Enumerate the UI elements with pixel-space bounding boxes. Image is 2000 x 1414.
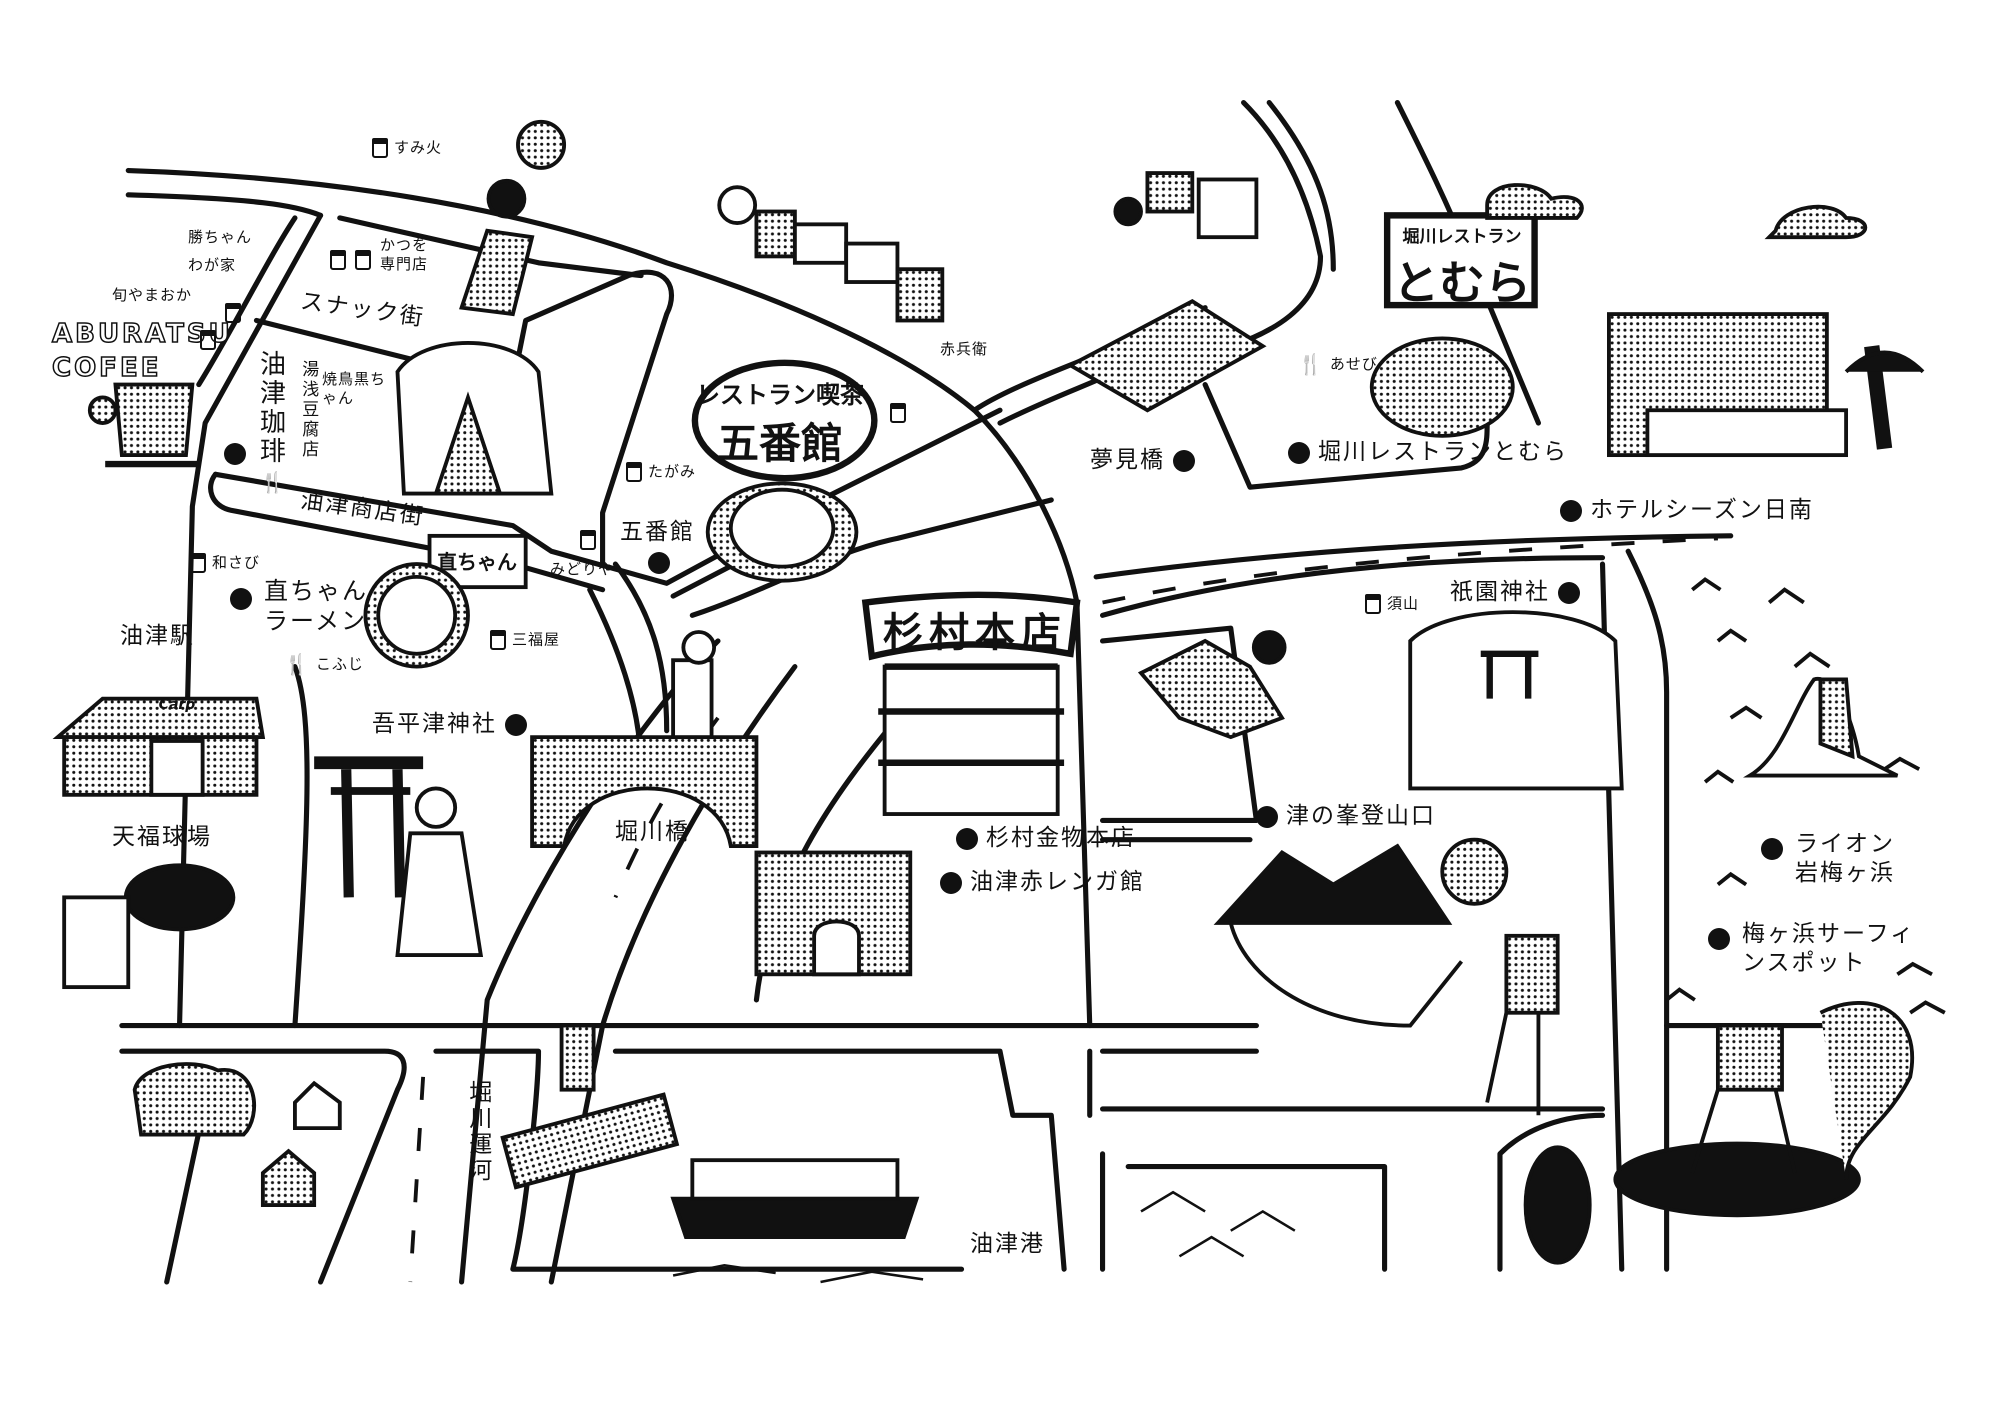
place-port: 油津港 <box>970 1231 1045 1257</box>
bar-wagaya[interactable]: わが家 <box>188 256 237 274</box>
beer-icon <box>1365 594 1381 614</box>
spot-surfing[interactable]: 梅ヶ浜サーフィンスポット <box>1708 920 1932 978</box>
place-bridge: 堀川橋 <box>615 819 690 845</box>
gobankan-sign-main: 五番館 <box>716 419 843 468</box>
bar-katsuchan[interactable]: 勝ちゃん <box>188 228 253 246</box>
place-station: 油津駅 <box>120 623 195 649</box>
sugimura-sign: 杉村本店 <box>883 610 1067 656</box>
spot-label: 油津赤レンガ館 <box>970 869 1145 895</box>
spot-dot <box>1558 581 1580 604</box>
bar-tagami[interactable]: たがみ <box>626 462 696 482</box>
spot-tomura[interactable]: 堀川レストランとむら <box>1280 438 1568 467</box>
spot-label: 杉村金物本店 <box>986 825 1136 851</box>
gobankan-sign-top: レストラン喫茶 <box>696 381 864 409</box>
spot-sugimura-kanamono[interactable]: 杉村金物本店 <box>948 824 1136 853</box>
bar-katsuwo[interactable]: かつを専門店 <box>380 236 429 273</box>
spot-red-brick-hall[interactable]: 油津赤レンガ館 <box>932 868 1145 897</box>
spot-gobankan[interactable]: 五番館 <box>620 518 695 547</box>
spot-gion-shrine[interactable]: 祇園神社 <box>1450 578 1588 607</box>
beer-icon <box>330 250 346 270</box>
spot-label: 堀川レストランとむら <box>1318 439 1568 465</box>
spot-label: 夢見橋 <box>1090 447 1165 473</box>
restaurant-asebi[interactable]: 🍴あせび <box>1298 352 1378 376</box>
spot-label: 梅ヶ浜サーフィンスポット <box>1742 921 1916 976</box>
beer-icon <box>190 553 206 573</box>
bar-yakitori[interactable]: 焼鳥黒ちゃん <box>322 370 387 407</box>
spot-dot <box>505 713 527 736</box>
spot-label: ライオン岩梅ヶ浜 <box>1795 831 1895 886</box>
beer-icon <box>355 250 371 270</box>
spot-hotel-season[interactable]: ホテルシーズン日南 <box>1552 496 1814 525</box>
spot-dot <box>1256 805 1278 828</box>
fork-icon: 🍴 <box>1298 352 1324 376</box>
spot-dot[interactable] <box>648 552 670 574</box>
spot-aburatsu-coffee[interactable]: 油津珈琲 <box>254 350 287 466</box>
place-stadium: 天福球場 <box>112 824 212 850</box>
bar-sanpukuya[interactable]: 三福屋 <box>490 630 560 650</box>
aburatsu-coffee-logo: ABURATSU COFEE <box>51 318 233 383</box>
beer-icon <box>225 303 241 323</box>
lane-markings <box>408 536 1718 1283</box>
bar-shunyamaoka[interactable]: 旬やまおか <box>112 286 193 304</box>
canal-label: 堀川運河 <box>464 1080 491 1184</box>
restaurant-kofuji[interactable]: 🍴こふじ <box>284 652 364 676</box>
spot-tsunomine-trail[interactable]: 津の峯登山口 <box>1248 802 1436 831</box>
beer-icon <box>200 330 216 350</box>
spot-yumemi-bridge[interactable]: 夢見橋 <box>1090 446 1203 475</box>
spot-dot <box>1288 441 1310 464</box>
spot-dot <box>1708 928 1730 950</box>
fork-icon: 🍴 <box>284 652 310 676</box>
spot-label: 五番館 <box>620 519 695 545</box>
tomura-sign: 堀川レストラン とむら <box>1392 222 1532 313</box>
spot-label: 祇園神社 <box>1450 579 1550 605</box>
spot-lion-rock[interactable]: ライオン岩梅ヶ浜 <box>1761 830 1905 888</box>
spot-dot <box>1560 499 1582 522</box>
bar-wasabi[interactable]: 和さび <box>190 553 260 573</box>
bar-sumibi[interactable]: すみ火 <box>372 138 442 158</box>
carp-sign: Carp <box>158 697 196 713</box>
bar-midoriya[interactable]: みどりや <box>550 560 615 578</box>
tomura-sign-main: とむら <box>1393 256 1531 310</box>
spot-aheitsu-shrine[interactable]: 吾平津神社 <box>372 710 535 739</box>
spot-label: 津の峯登山口 <box>1286 803 1436 829</box>
gobankan-sign: レストラン喫茶 五番館 <box>696 375 864 471</box>
fork-icon: 🍴 <box>260 470 285 494</box>
spot-dot <box>230 588 252 610</box>
beer-icon <box>890 403 906 423</box>
spot-dot <box>940 871 962 894</box>
place-tofu: 湯浅豆腐店 <box>298 360 319 460</box>
roads <box>119 99 1849 1285</box>
spot-naochan-ramen[interactable]: 直ちゃんラーメン <box>230 576 400 636</box>
tomura-sign-top: 堀川レストラン <box>1402 227 1522 247</box>
illustrations <box>52 119 1946 1284</box>
bar-suyama[interactable]: 須山 <box>1365 594 1419 614</box>
spot-label: 吾平津神社 <box>372 711 497 737</box>
beer-icon <box>372 138 388 158</box>
spot-label: 油津珈琲 <box>255 350 286 466</box>
spot-label: 直ちゃんラーメン <box>264 577 368 635</box>
beer-icon <box>626 462 642 482</box>
bar-akabee[interactable]: 赤兵衛 <box>940 340 989 358</box>
beer-icon <box>580 530 596 550</box>
beer-icon <box>490 630 506 650</box>
spot-dot <box>956 827 978 850</box>
spot-dot[interactable] <box>224 443 246 465</box>
naochan-sign: 直ちゃん <box>437 550 517 574</box>
spot-dot <box>1761 838 1783 860</box>
spot-label: ホテルシーズン日南 <box>1590 497 1814 523</box>
spot-dot <box>1173 449 1195 472</box>
